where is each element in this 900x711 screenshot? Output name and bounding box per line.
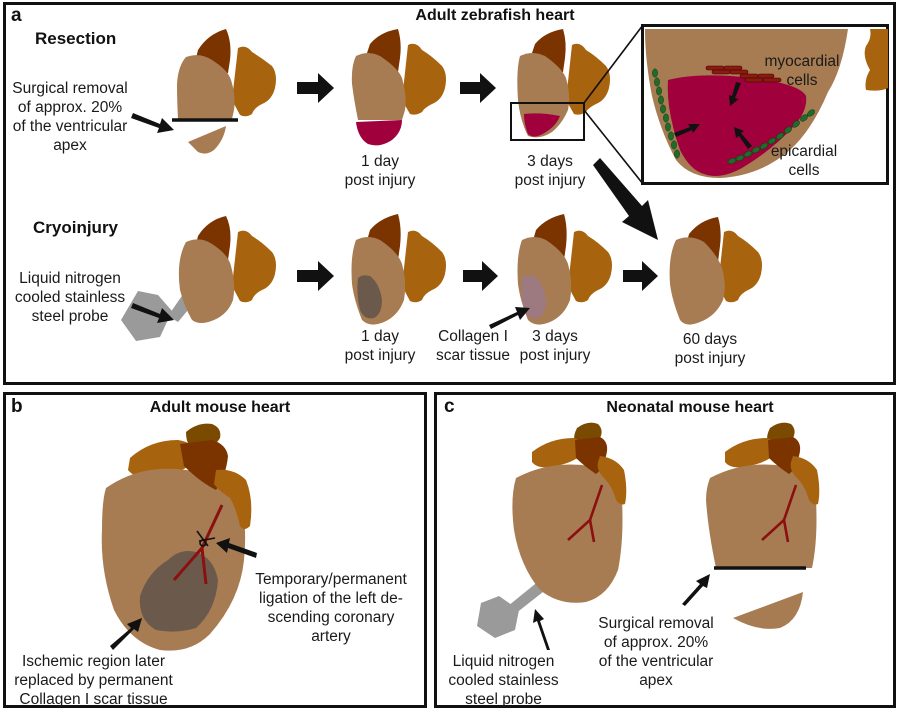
- zoom-box: [510, 102, 585, 141]
- progress-arrow: [460, 73, 496, 103]
- cryo-probe-annotation: Liquid nitrogen cooled stainless steel p…: [14, 270, 126, 325]
- zebrafish-heart-resection-1day: [351, 29, 446, 146]
- resection-heading: Resection: [35, 29, 117, 48]
- panel-c-title: Neonatal mouse heart: [606, 399, 774, 416]
- ligation-label: Temporary/permanent ligation of the left…: [255, 571, 407, 645]
- cryo-stage-3days: 3 days post injury: [519, 328, 591, 364]
- neonatal-heart-resection: [706, 422, 820, 629]
- epicardial-cells: [652, 68, 815, 165]
- progress-arrow: [297, 73, 334, 103]
- atrium: [196, 29, 231, 74]
- zebrafish-heart-resection-3days: [517, 29, 610, 138]
- pointer-arrow: [489, 307, 530, 329]
- zebrafish-heart-cryo-1day: [351, 214, 446, 325]
- coronary-artery: [761, 484, 798, 543]
- zoom-line-top: [583, 24, 644, 104]
- panel-b-letter: b: [11, 396, 23, 417]
- panel-a-title: Adult zebrafish heart: [415, 7, 575, 24]
- zebrafish-heart-resection: [172, 29, 276, 154]
- ventricle: [177, 55, 235, 119]
- epicardial-cells-label: epicardial cells: [770, 143, 838, 179]
- cryo-probe: [477, 580, 548, 638]
- ischemic-region-label: Ischemic region later replaced by perman…: [14, 653, 173, 708]
- progress-arrow-diagonal: [593, 158, 658, 240]
- collagen-scar-area: [521, 275, 546, 319]
- neonatal-heart-cryo: [512, 422, 627, 603]
- right-atrium: [214, 469, 252, 529]
- ligation-suture: [196, 530, 216, 547]
- cryo-stage-60days: 60 days post injury: [674, 331, 746, 367]
- panel-c-frame: [434, 392, 896, 708]
- adult-mouse-heart: [101, 423, 252, 651]
- migration-arrows: [674, 82, 752, 149]
- cryoinjury-heading: Cryoinjury: [33, 218, 119, 237]
- inset-magnified-wound: [645, 29, 888, 178]
- neonatal-resection-label: Surgical removal of approx. 20% of the v…: [598, 615, 714, 689]
- resection-stage-1day: 1 day post injury: [344, 153, 416, 189]
- zebrafish-heart-60days: [669, 217, 762, 325]
- panel-a-letter: a: [11, 5, 22, 26]
- collagen-scar-label: Collagen I scar tissue: [435, 328, 511, 364]
- wound-area: [667, 75, 807, 176]
- ischemic-region: [139, 551, 218, 632]
- progress-arrow: [463, 261, 498, 291]
- cryo-injury-area: [357, 275, 382, 319]
- neonatal-probe-label: Liquid nitrogen cooled stainless steel p…: [448, 653, 559, 708]
- cryo-stage-1day: 1 day post injury: [344, 328, 416, 364]
- myocardial-cells: [705, 65, 782, 83]
- wound-clot: [356, 120, 402, 146]
- pointer-arrow: [216, 538, 257, 558]
- progress-arrow: [623, 261, 658, 291]
- bulbus-arteriosus: [232, 46, 276, 117]
- progress-arrow: [297, 261, 334, 291]
- pointer-arrow: [110, 618, 142, 650]
- pointer-arrow: [131, 303, 174, 323]
- panel-c-letter: c: [444, 396, 455, 417]
- zebrafish-heart-cryo: [178, 216, 276, 323]
- myocardial-cells-label: myocardial cells: [764, 53, 840, 89]
- removed-apex: [188, 126, 226, 154]
- pointer-arrow: [131, 113, 174, 133]
- zoom-line-bottom: [583, 109, 644, 185]
- pointer-arrow: [682, 574, 710, 606]
- resection-stage-3days: 3 days post injury: [514, 153, 586, 189]
- coronary-artery: [567, 484, 604, 543]
- resection-annotation: Surgical removal of approx. 20% of the v…: [12, 80, 128, 154]
- removed-apex: [733, 592, 803, 629]
- coronary-artery: [172, 504, 224, 585]
- pointer-arrow: [533, 609, 550, 650]
- regenerating-wound: [524, 113, 560, 137]
- left-atrium: [128, 440, 196, 478]
- zebrafish-heart-cryo-3days: [517, 214, 612, 325]
- panel-b-title: Adult mouse heart: [149, 399, 291, 416]
